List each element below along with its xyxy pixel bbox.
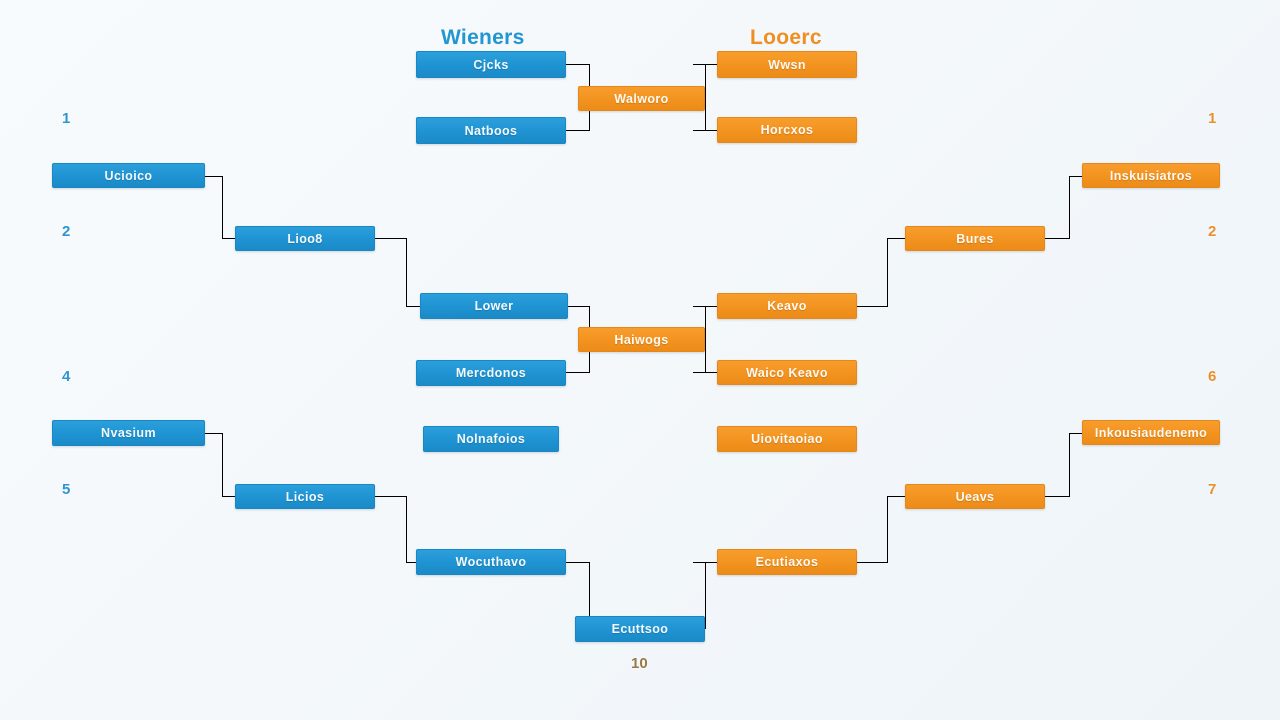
bracket-connector [375, 238, 407, 239]
bracket-connector [205, 433, 223, 434]
match-box[interactable]: Inskuisiatros [1082, 163, 1220, 188]
match-box[interactable]: Mercdonos [416, 360, 566, 386]
bracket-connector [705, 306, 706, 373]
match-box[interactable]: Cjcks [416, 51, 566, 78]
bracket-connector [406, 496, 407, 563]
match-box[interactable]: Wocuthavo [416, 549, 566, 575]
seed-number: 4 [62, 368, 71, 385]
bracket-connector [589, 562, 590, 629]
match-label: Uiovitaoiao [751, 432, 823, 446]
match-box[interactable]: Wwsn [717, 51, 857, 78]
bracket-connector [568, 306, 590, 307]
match-box[interactable]: Ecuttsoo [575, 616, 705, 642]
bracket-connector [406, 562, 417, 563]
seed-number: 1 [62, 110, 71, 127]
bracket-connector [406, 238, 407, 307]
match-box[interactable]: Waico Keavo [717, 360, 857, 385]
match-box[interactable]: Nolnafoios [423, 426, 559, 452]
match-label: Ecutiaxos [755, 555, 819, 569]
bracket-connector [1069, 433, 1083, 434]
bracket-connector [566, 372, 590, 373]
bracket-connector [856, 562, 888, 563]
bracket-connector [693, 372, 718, 373]
bracket-connector [887, 496, 888, 563]
match-box[interactable]: Lioo8 [235, 226, 375, 251]
match-label: Ecuttsoo [611, 622, 669, 636]
match-box[interactable]: Ueavs [905, 484, 1045, 509]
match-label: Lower [474, 299, 514, 313]
match-box[interactable]: Lower [420, 293, 568, 319]
bracket-connector [705, 64, 706, 131]
match-label: Inkousiaudenemo [1094, 425, 1208, 440]
match-label: Bures [956, 231, 994, 246]
bracket-connector [856, 306, 888, 307]
match-box[interactable]: Horcxos [717, 117, 857, 143]
match-box[interactable]: Uiovitaoiao [717, 426, 857, 452]
bracket-connector [222, 238, 236, 239]
seed-number: 2 [62, 223, 71, 240]
bracket-connector [1069, 433, 1070, 496]
losers-bracket-heading: Looerc [750, 26, 822, 49]
match-label: Wwsn [768, 57, 806, 72]
bracket-connector [887, 238, 906, 239]
bracket-connector [222, 433, 223, 496]
bracket-connector [222, 176, 223, 239]
match-label: Lioo8 [287, 231, 323, 246]
match-label: Haiwogs [614, 332, 669, 347]
match-box[interactable]: Keavo [717, 293, 857, 319]
bracket-connector [693, 130, 718, 131]
match-label: Horcxos [760, 123, 814, 137]
match-box[interactable]: Inkousiaudenemo [1082, 420, 1220, 445]
seed-number: 5 [62, 481, 71, 498]
match-label: Walworo [614, 91, 669, 106]
match-label: Licios [285, 489, 325, 504]
bracket-connector [705, 562, 706, 629]
bracket-connector [887, 238, 888, 307]
match-label: Mercdonos [455, 366, 527, 380]
match-box[interactable]: Licios [235, 484, 375, 509]
bracket-connector [566, 130, 590, 131]
match-label: Nvasium [101, 426, 156, 440]
match-box[interactable]: Bures [905, 226, 1045, 251]
match-box[interactable]: Ecutiaxos [717, 549, 857, 575]
match-label: Wocuthavo [455, 555, 527, 569]
match-box[interactable]: Natboos [416, 117, 566, 144]
match-label: Keavo [767, 299, 807, 313]
seed-number: 1 [1208, 110, 1217, 127]
seed-number: 6 [1208, 368, 1217, 385]
match-label: Natboos [464, 123, 518, 138]
bracket-connector [1069, 176, 1070, 239]
bracket-connector [375, 496, 407, 497]
match-label: Waico Keavo [746, 365, 828, 380]
match-label: Inskuisiatros [1109, 168, 1193, 183]
match-box[interactable]: Nvasium [52, 420, 205, 446]
match-box[interactable]: Walworo [578, 86, 705, 111]
bracket-connector [566, 562, 590, 563]
bracket-connector [222, 496, 236, 497]
bracket-connector [1045, 496, 1070, 497]
bracket-connector [1045, 238, 1070, 239]
seed-number: 7 [1208, 481, 1217, 498]
bracket-connector [1069, 176, 1083, 177]
match-label: Ucioico [104, 168, 153, 183]
seed-number: 2 [1208, 223, 1217, 240]
match-box[interactable]: Ucioico [52, 163, 205, 188]
bracket-connector [887, 496, 906, 497]
match-label: Nolnafoios [456, 432, 526, 446]
match-label: Ueavs [955, 489, 995, 504]
match-label: Cjcks [473, 57, 509, 72]
bracket-connector [406, 306, 421, 307]
bracket-connector [205, 176, 223, 177]
match-box[interactable]: Haiwogs [578, 327, 705, 352]
bracket-connector [566, 64, 590, 65]
winners-bracket-heading: Wieners [441, 26, 525, 49]
seed-number: 10 [631, 655, 648, 672]
